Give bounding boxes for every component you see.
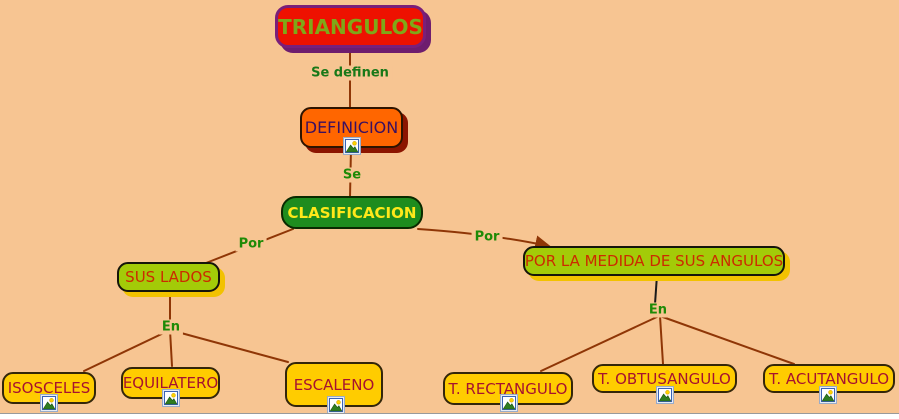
image-resource-icon-glyph — [40, 394, 58, 412]
image-resource-icon-isosceles[interactable] — [40, 394, 58, 412]
image-resource-icon-glyph — [500, 394, 518, 412]
linking-phrase-por-right[interactable]: Por — [471, 229, 503, 245]
image-resource-icon-glyph — [162, 389, 180, 407]
line-en-escaleno — [169, 329, 289, 363]
image-resource-icon-glyph — [327, 396, 345, 414]
image-resource-icon-glyph — [343, 137, 361, 155]
linking-phrase-se-definen[interactable]: Se definen — [308, 65, 392, 81]
concept-triangulos[interactable]: TRIANGULOS — [275, 5, 426, 48]
image-resource-icon-t-obtusangulo[interactable] — [656, 386, 674, 404]
image-resource-icon-definicion[interactable] — [343, 137, 361, 155]
line-en-tacutangulo — [659, 315, 795, 365]
image-resource-icon-equilatero[interactable] — [162, 389, 180, 407]
image-resource-icon-t-rectangulo[interactable] — [500, 394, 518, 412]
canvas-bottom-edge — [0, 413, 899, 419]
line-en-equilatero — [169, 329, 173, 367]
linking-phrase-por-left[interactable]: Por — [235, 236, 267, 252]
concept-por-la-medida-de-sus-angulos[interactable]: POR LA MEDIDA DE SUS ANGULOS — [523, 246, 785, 276]
image-resource-icon-glyph — [656, 386, 674, 404]
concept-sus-lados[interactable]: SUS LADOS — [117, 262, 220, 292]
line-en-isosceles — [83, 329, 171, 372]
image-resource-icon-t-acutangulo[interactable] — [819, 386, 837, 404]
linking-phrase-se[interactable]: Se — [339, 167, 365, 183]
line-en-trectangulo — [540, 315, 660, 372]
image-resource-icon-escaleno[interactable] — [327, 396, 345, 414]
line-porlamedida-en — [654, 274, 658, 305]
concept-clasificacion[interactable]: CLASIFICACION — [281, 196, 423, 229]
image-resource-icon-glyph — [819, 386, 837, 404]
line-en-tobtusangulo — [659, 315, 664, 365]
linking-phrase-en-right[interactable]: En — [645, 302, 671, 318]
linking-phrase-en-left[interactable]: En — [158, 319, 184, 335]
